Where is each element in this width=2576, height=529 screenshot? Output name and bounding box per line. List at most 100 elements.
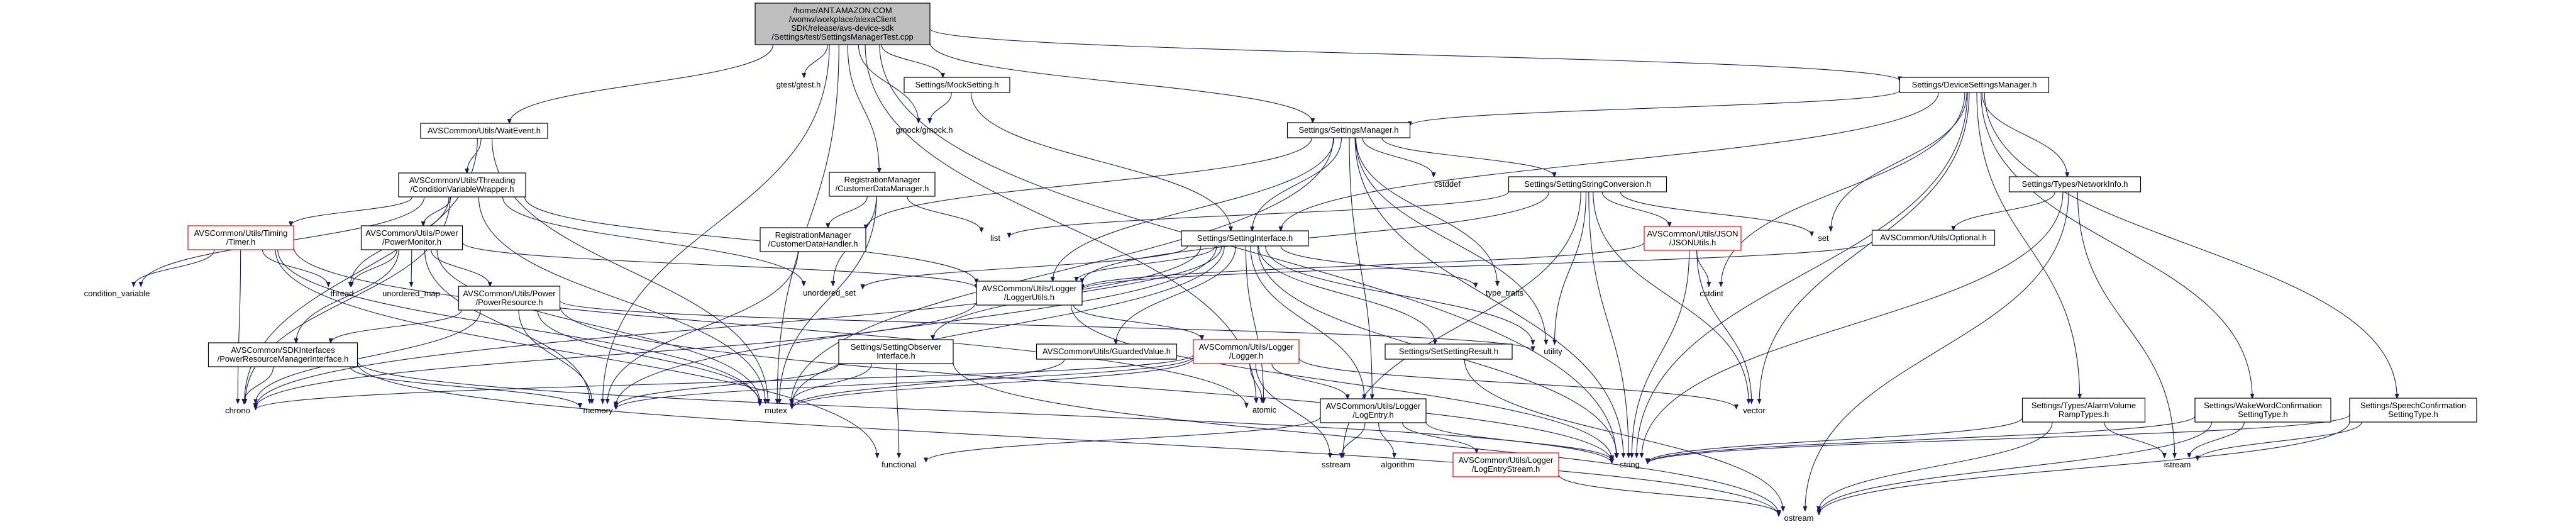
edge-networkinfo-to-ostream: [1805, 191, 2069, 511]
edge-powermonitor-to-memory: [424, 249, 590, 403]
edge-customerdatahandler-to-memory: [607, 251, 799, 403]
graph-node-timer[interactable]: AVSCommon/Utils/Timing/Timer.h: [187, 225, 294, 250]
node-box: [1320, 398, 1427, 423]
graph-node-wakeword[interactable]: Settings/WakeWordConfirmationSettingType…: [2194, 398, 2331, 423]
edge-powerresource-to-utility: [559, 300, 1534, 350]
edge-speechconfirmation-to-string: [1648, 414, 2350, 464]
edge-logentrystream-to-ostream: [1558, 474, 1779, 515]
node-box: [2194, 398, 2331, 423]
graph-node-settingsmanager[interactable]: Settings/SettingsManager.h: [1286, 122, 1411, 138]
graph-node-gtest: gtest/gtest.h: [777, 80, 821, 89]
edge-settingstringconversion-to-jsonutils: [1601, 191, 1669, 226]
node-label-line: RegistrationManager: [775, 230, 851, 240]
edge-powerresource-to-chrono: [256, 309, 481, 403]
graph-node-devicesettingsmanager[interactable]: Settings/DeviceSettingsManager.h: [1899, 77, 2050, 93]
node-label-line: AVSCommon/Utils/Power: [365, 228, 458, 238]
node-box: [904, 77, 1010, 93]
node-box: [755, 3, 931, 45]
node-box: [207, 342, 358, 367]
graph-node-thread: thread: [331, 289, 354, 298]
node-box: [420, 123, 548, 139]
node-label-line: Settings/Types/AlarmVolume: [2032, 401, 2136, 410]
edge-settinginterface-to-mutex: [792, 245, 1225, 405]
node-label-line: SettingType.h: [2388, 409, 2438, 419]
node-label-line: RampTypes.h: [2059, 409, 2109, 419]
node-label-line: thread: [331, 289, 354, 298]
node-label-line: /JSONUtils.h: [1669, 238, 1716, 247]
graph-node-condvarwrapper[interactable]: AVSCommon/Utils/Threading/ConditionVaria…: [398, 172, 526, 198]
edge-timer-to-atomic: [293, 247, 1247, 407]
edge-powermonitor-to-unordered-map: [411, 249, 412, 286]
node-box: [1508, 176, 1667, 192]
edge-timer-to-functional: [275, 249, 877, 457]
graph-node-mocksetting[interactable]: Settings/MockSetting.h: [904, 77, 1010, 93]
edge-settingobserver-to-memory: [616, 362, 839, 407]
node-label-line: Settings/SettingInterface.h: [1197, 233, 1293, 243]
edge-loggerutils-to-string: [1070, 304, 1612, 460]
graph-node-guardedvalue[interactable]: AVSCommon/Utils/GuardedValue.h: [1036, 343, 1178, 360]
node-label-line: set: [1818, 233, 1829, 243]
graph-node-settinginterface[interactable]: Settings/SettingInterface.h: [1181, 230, 1309, 247]
node-label-line: Interface.h: [876, 351, 915, 360]
node-box: [1385, 343, 1513, 360]
node-label-line: /PowerResource.h: [476, 298, 543, 307]
graph-node-optional[interactable]: AVSCommon/Utils/Optional.h: [1871, 230, 1996, 246]
edge-devicesettingsmanager-to-alarmvolume: [1976, 92, 2080, 398]
edge-devicesettingsmanager-to-speechconfirmation: [1984, 92, 2397, 398]
edge-settingstringconversion-to-list: [1009, 191, 1510, 238]
graph-node-logger[interactable]: AVSCommon/Utils/Logger/Logger.h: [1193, 339, 1300, 364]
graph-node-powerresource[interactable]: AVSCommon/Utils/Power/PowerResource.h: [458, 286, 561, 311]
graph-node-waitevent[interactable]: AVSCommon/Utils/WaitEvent.h: [420, 123, 548, 139]
graph-node-root[interactable]: /home/ANT.AMAZON.COM/womw/workplace/alex…: [755, 3, 931, 45]
graph-node-memory: memory: [583, 406, 613, 415]
edge-powerresourcemanager-to-chrono: [244, 366, 274, 403]
graph-node-jsonutils[interactable]: AVSCommon/Utils/JSON/JSONUtils.h: [1644, 226, 1742, 251]
graph-node-atomic: atomic: [1252, 405, 1277, 415]
node-box: [976, 281, 1083, 306]
edge-guardedvalue-to-mutex: [792, 359, 1065, 408]
edge-settingsmanager-to-type-traits: [1355, 137, 1498, 286]
edge-settingobserver-to-functional: [895, 363, 899, 457]
node-label-line: RegistrationManager: [844, 175, 920, 184]
graph-node-logentry[interactable]: AVSCommon/Utils/Logger/LogEntry.h: [1320, 398, 1427, 423]
edge-condvarwrapper-to-mutex: [478, 196, 765, 403]
edge-powerresourcemanager-to-ostream: [357, 362, 1779, 516]
graph-node-settingstringconversion[interactable]: Settings/SettingStringConversion.h: [1508, 176, 1667, 192]
node-label-line: Settings/SettingStringConversion.h: [1524, 179, 1651, 189]
node-box: [360, 225, 463, 250]
node-label-line: AVSCommon/Utils/Threading: [409, 175, 516, 185]
graph-node-powerresourcemanager[interactable]: AVSCommon/SDKInterfaces/PowerResourceMan…: [207, 342, 358, 367]
graph-node-powermonitor[interactable]: AVSCommon/Utils/Power/PowerMonitor.h: [360, 225, 463, 250]
node-label-line: mutex: [765, 406, 787, 415]
node-label-line: cstddef: [1434, 179, 1461, 189]
node-label-line: /LoggerUtils.h: [1004, 292, 1054, 302]
node-label-line: algorithm: [1381, 460, 1414, 469]
node-box: [1036, 343, 1178, 360]
node-box: [1286, 122, 1411, 138]
graph-node-loggerutils[interactable]: AVSCommon/Utils/Logger/LoggerUtils.h: [976, 281, 1083, 306]
edge-jsonutils-to-cstdint: [1696, 250, 1709, 286]
edge-setsettingresult-to-ostream: [1464, 359, 1783, 511]
node-box: [1452, 452, 1559, 477]
node-box: [2008, 176, 2142, 192]
node-label-line: /LogEntryStream.h: [1472, 464, 1540, 474]
graph-node-cstdint: cstdint: [1700, 289, 1723, 298]
graph-node-customerdatahandler[interactable]: RegistrationManager/CustomerDataHandler.…: [760, 227, 866, 252]
edge-networkinfo-to-istream: [2077, 191, 2174, 457]
graph-node-setsettingresult[interactable]: Settings/SetSettingResult.h: [1385, 343, 1513, 360]
edge-settingstringconversion-to-string: [1588, 191, 1628, 457]
edge-loggerutils-to-chrono: [256, 301, 977, 408]
node-label-line: AVSCommon/Utils/Logger: [982, 284, 1077, 293]
graph-node-logentrystream[interactable]: AVSCommon/Utils/Logger/LogEntryStream.h: [1452, 452, 1559, 477]
graph-node-ostream: ostream: [1784, 513, 1814, 523]
node-label-line: sstream: [1322, 460, 1351, 469]
graph-node-functional: functional: [882, 460, 917, 469]
edge-powermonitor-to-thread: [351, 249, 397, 286]
graph-node-customerdatamanager[interactable]: RegistrationManager/CustomerDataManager.…: [829, 172, 936, 197]
node-box: [1899, 77, 2050, 93]
node-label-line: vector: [1743, 406, 1766, 415]
graph-node-networkinfo[interactable]: Settings/Types/NetworkInfo.h: [2008, 176, 2142, 192]
